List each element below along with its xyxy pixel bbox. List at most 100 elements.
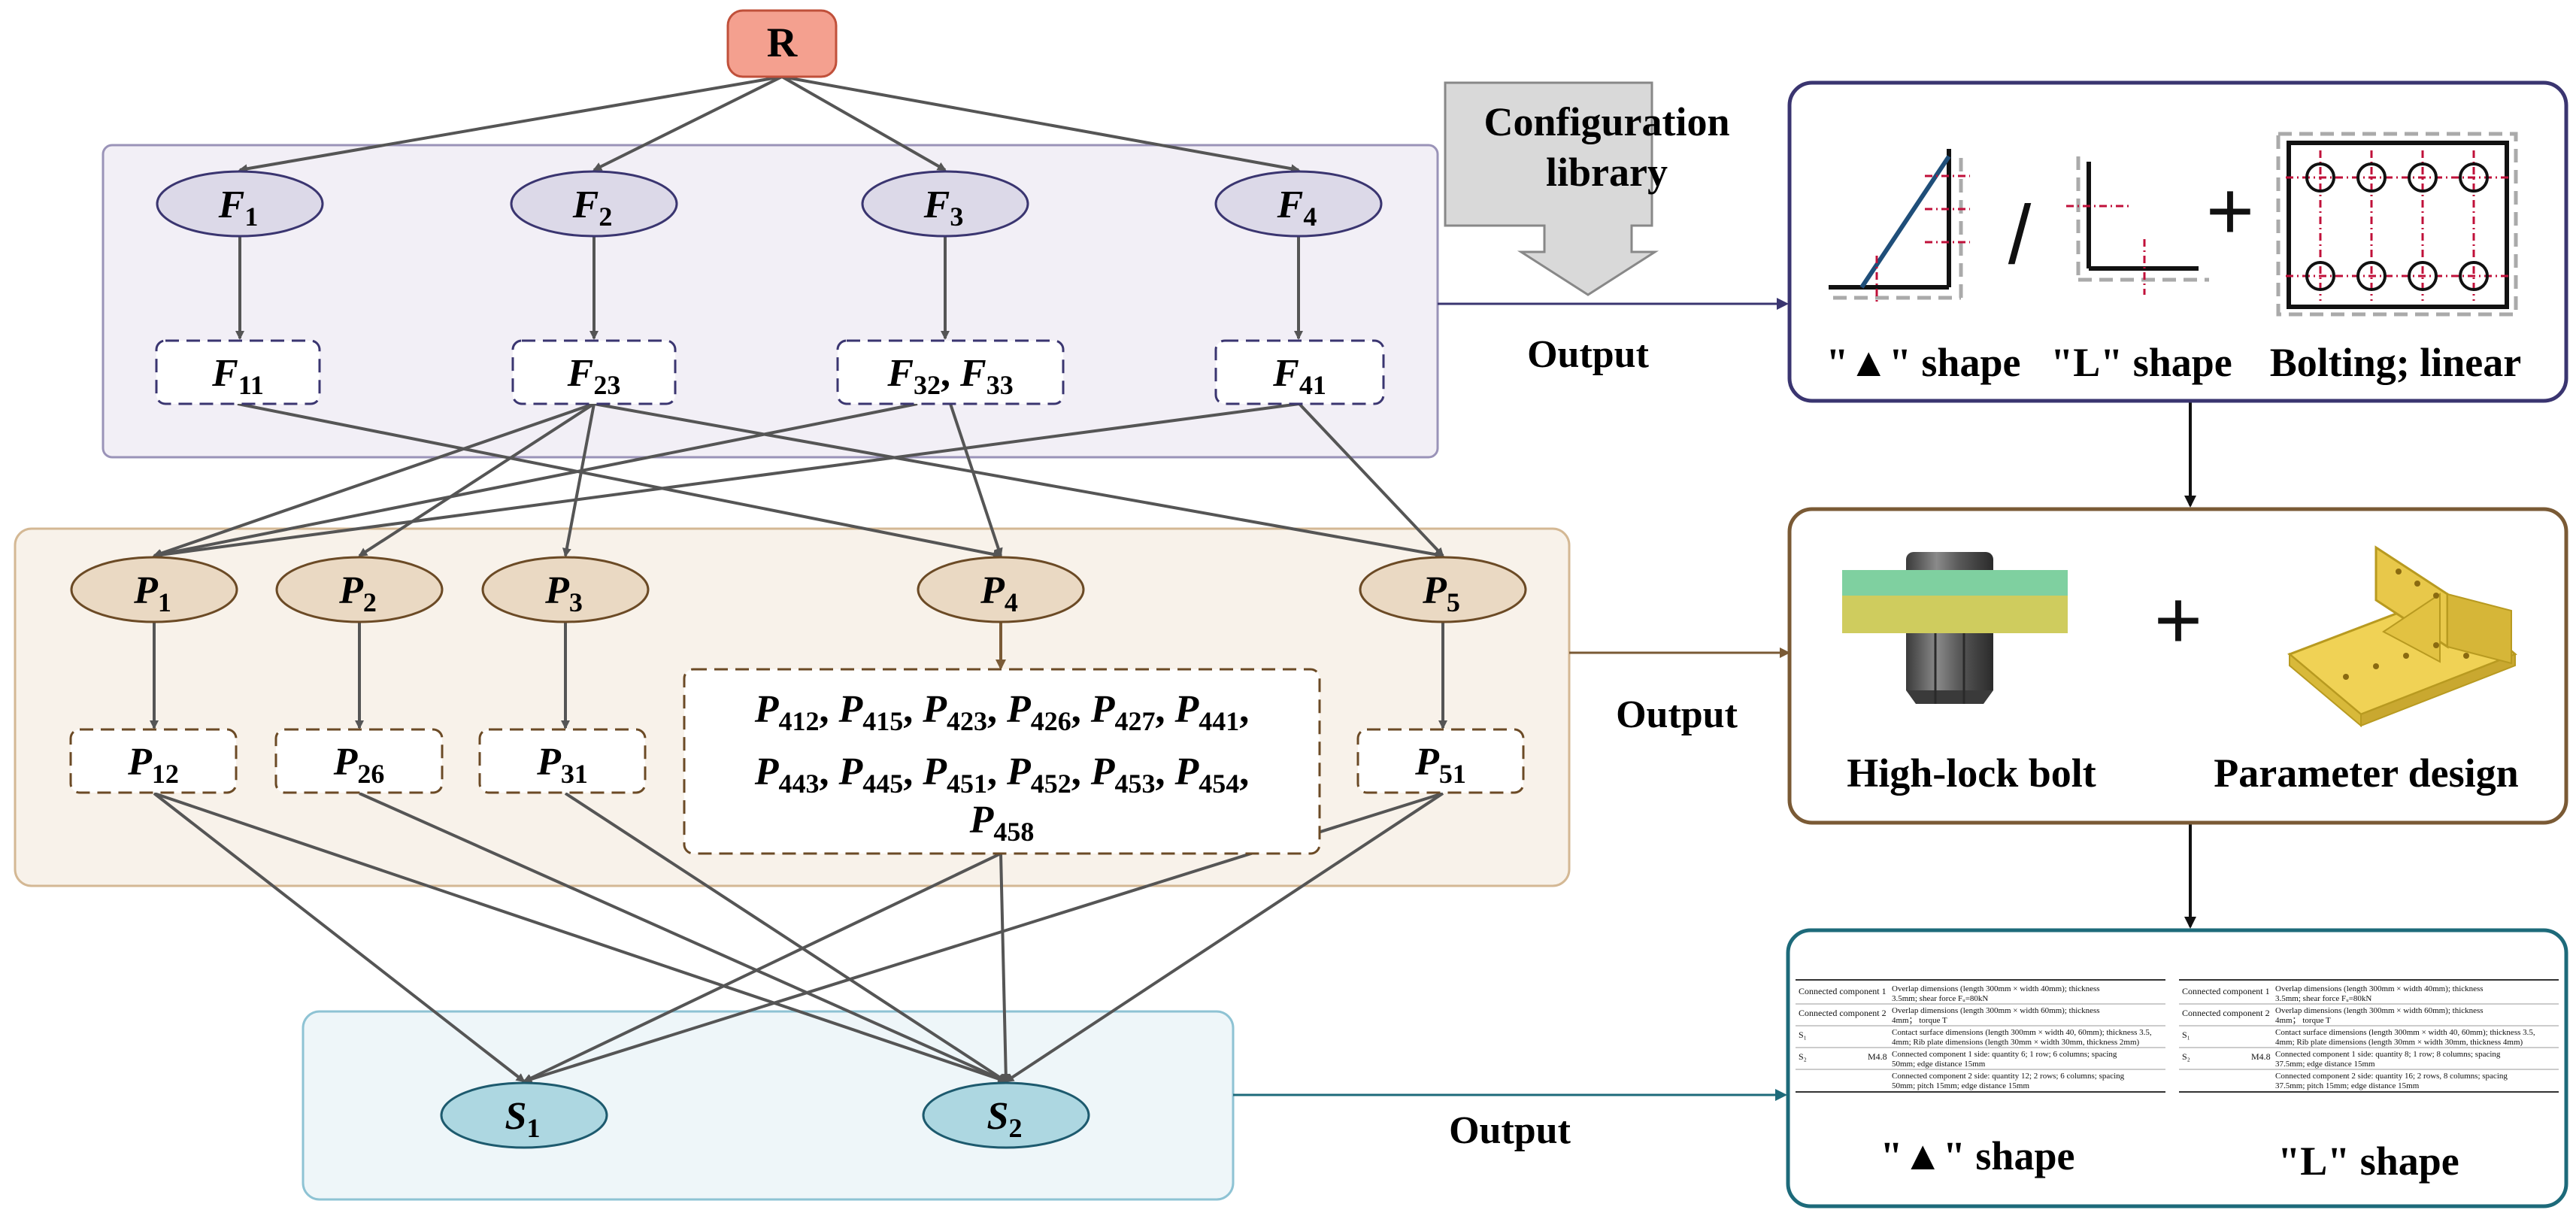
s-group-panel	[302, 1010, 1235, 1201]
edge-root-to-f3	[781, 75, 947, 171]
p4-sub-line-3: P458	[969, 799, 1035, 847]
f-sub-label-1: F11	[211, 352, 264, 400]
p-sub-label-2: P26	[333, 741, 385, 789]
triangle-scheme-caption: "▲" shape	[1880, 1133, 2075, 1178]
p-sub-box-3	[478, 728, 647, 794]
p4-sub-base: P	[1090, 751, 1116, 793]
p1-label-sub: 1	[158, 587, 171, 617]
s1-label: S1	[505, 1095, 541, 1143]
table-cell-detail: Connected component 2 side: quantity 16;…	[2275, 1072, 2508, 1081]
p3-label-base: P	[544, 569, 570, 612]
f-sub-label-3-sub: 32	[914, 370, 941, 400]
table-cell-component: Connected component 2	[2182, 1008, 2270, 1018]
p-sub-box-1	[69, 728, 238, 794]
output-panel-bolt: + High-lock bolt Parameter design	[1787, 507, 2568, 825]
p-sub-label-1-sub: 12	[152, 759, 179, 789]
edge-root-to-f1	[238, 75, 783, 174]
triangle-shape-caption: "▲" shape	[1826, 340, 2021, 385]
p-sub-label-1-base: P	[127, 741, 153, 784]
p4-sub-base: P	[1174, 688, 1200, 731]
f-sub-label-4: F41	[1272, 352, 1326, 400]
f-sub-box-2	[511, 339, 677, 405]
p4-sub-base: P	[969, 799, 995, 842]
p4-sub-sub: 412	[778, 706, 819, 736]
table-cell-component: Connected component 1	[2182, 986, 2270, 996]
table-cell-detail: Connected component 1 side: quantity 8; …	[2275, 1050, 2501, 1059]
p2-node	[275, 556, 444, 623]
table-cell-detail: 4mm; Rib plate dimensions (length 30mm ×…	[2275, 1038, 2523, 1047]
f-sub-label-2-base: F	[567, 352, 594, 395]
p4-node	[917, 556, 1085, 623]
p-sub-label-5-base: P	[1414, 741, 1440, 784]
f1-node	[156, 170, 324, 238]
configuration-library: Configuration library	[1444, 81, 1730, 296]
table-cell-detail: 37.5mm; pitch 15mm; edge distance 15mm	[2275, 1081, 2420, 1090]
table-cell-component: S₁	[1799, 1030, 1807, 1040]
root-node: R	[726, 9, 838, 78]
p2-label: P2	[338, 569, 377, 617]
table-cell-component: Connected component 1	[1799, 986, 1887, 996]
table-cell-detail: 4mm； torque T	[2275, 1016, 2331, 1025]
f4-label-base: F	[1277, 183, 1304, 226]
p1-label: P1	[133, 569, 171, 617]
f3-node	[861, 170, 1029, 238]
p4-sub-line-1: P412, P415, P423, P426, P427, P441,	[754, 688, 1250, 736]
p5-label: P5	[1422, 569, 1460, 617]
f3-label-base: F	[923, 183, 950, 226]
table-cell-detail: 3.5mm; shear force Fᵤ=80kN	[1892, 994, 1988, 1003]
l-scheme-caption: "L" shape	[2277, 1139, 2459, 1184]
table-cell-spec: M4.8	[1868, 1051, 1887, 1062]
p-sub-box-2	[274, 728, 444, 794]
p4-sub-base: P	[1174, 751, 1200, 793]
p-sub-label-5-sub: 51	[1439, 759, 1466, 789]
f3-label: F3	[923, 183, 964, 232]
s2-node	[922, 1081, 1090, 1149]
f1-label: F1	[218, 183, 259, 232]
f-sub-box-3	[836, 339, 1065, 405]
l-bracket-icon	[2066, 156, 2209, 295]
p4-sub-base: P	[838, 751, 863, 793]
p4-sub-base: P	[1090, 688, 1116, 731]
table-cell-detail: 50mm; edge distance 15mm	[1892, 1060, 1986, 1069]
edge-fsub-to-p-8	[153, 402, 1300, 559]
p2-label-sub: 2	[363, 587, 377, 617]
edge-fsub-to-p-4	[562, 403, 596, 557]
f-group-panel	[102, 144, 1439, 459]
p4-sub-base: P	[922, 751, 947, 793]
p4-sub-sub: 426	[1031, 706, 1071, 736]
f3-label-sub: 3	[950, 202, 963, 232]
p5-node	[1359, 556, 1527, 623]
output-label-3: Output	[1449, 1109, 1571, 1152]
edge-fsub-to-p-5	[593, 402, 1444, 559]
p4-sub-sub: 452	[1031, 769, 1071, 799]
f-sub-label-3-base: F	[886, 352, 914, 395]
plus-separator: +	[2206, 165, 2254, 257]
p4-sub-sub: 415	[862, 706, 903, 736]
edge-psub-to-s-1	[153, 792, 526, 1083]
table-cell-component: S₂	[1799, 1051, 1807, 1062]
p5-label-sub: 5	[1447, 587, 1460, 617]
f-sub-box-1	[155, 339, 321, 405]
p4-sub-sub: 451	[947, 769, 987, 799]
f-sub-label-3-base: F	[959, 352, 986, 395]
f-sub-label-4-sub: 41	[1299, 370, 1326, 400]
bolting-caption: Bolting; linear	[2270, 340, 2522, 385]
output-panel-configuration: / + "▲"	[1787, 80, 2568, 403]
p4-label-sub: 4	[1005, 587, 1018, 617]
l-shape-caption: "L" shape	[2050, 340, 2232, 385]
table-cell-component: Connected component 2	[1799, 1008, 1887, 1018]
p-sub-label-5: P51	[1414, 741, 1466, 789]
table-cell-detail: Overlap dimensions (length 300mm × width…	[2275, 984, 2484, 993]
scheme-tables: Connected component 1 Overlap dimensions …	[1796, 979, 2559, 1093]
root-label: R	[767, 20, 798, 66]
output-panel-schemes: Connected component 1 Overlap dimensions …	[1786, 928, 2568, 1208]
s1-label-base: S	[505, 1095, 527, 1138]
p4-sub-box	[683, 668, 1321, 855]
output-label-2: Output	[1616, 693, 1738, 736]
edge-psub-to-s-2	[153, 792, 1008, 1084]
plus-separator-2: +	[2154, 574, 2202, 666]
f-sub-label-2-sub: 23	[593, 370, 620, 400]
f4-label: F4	[1277, 183, 1317, 232]
p-sub-label-1: P12	[127, 741, 179, 789]
f2-label: F2	[572, 183, 613, 232]
